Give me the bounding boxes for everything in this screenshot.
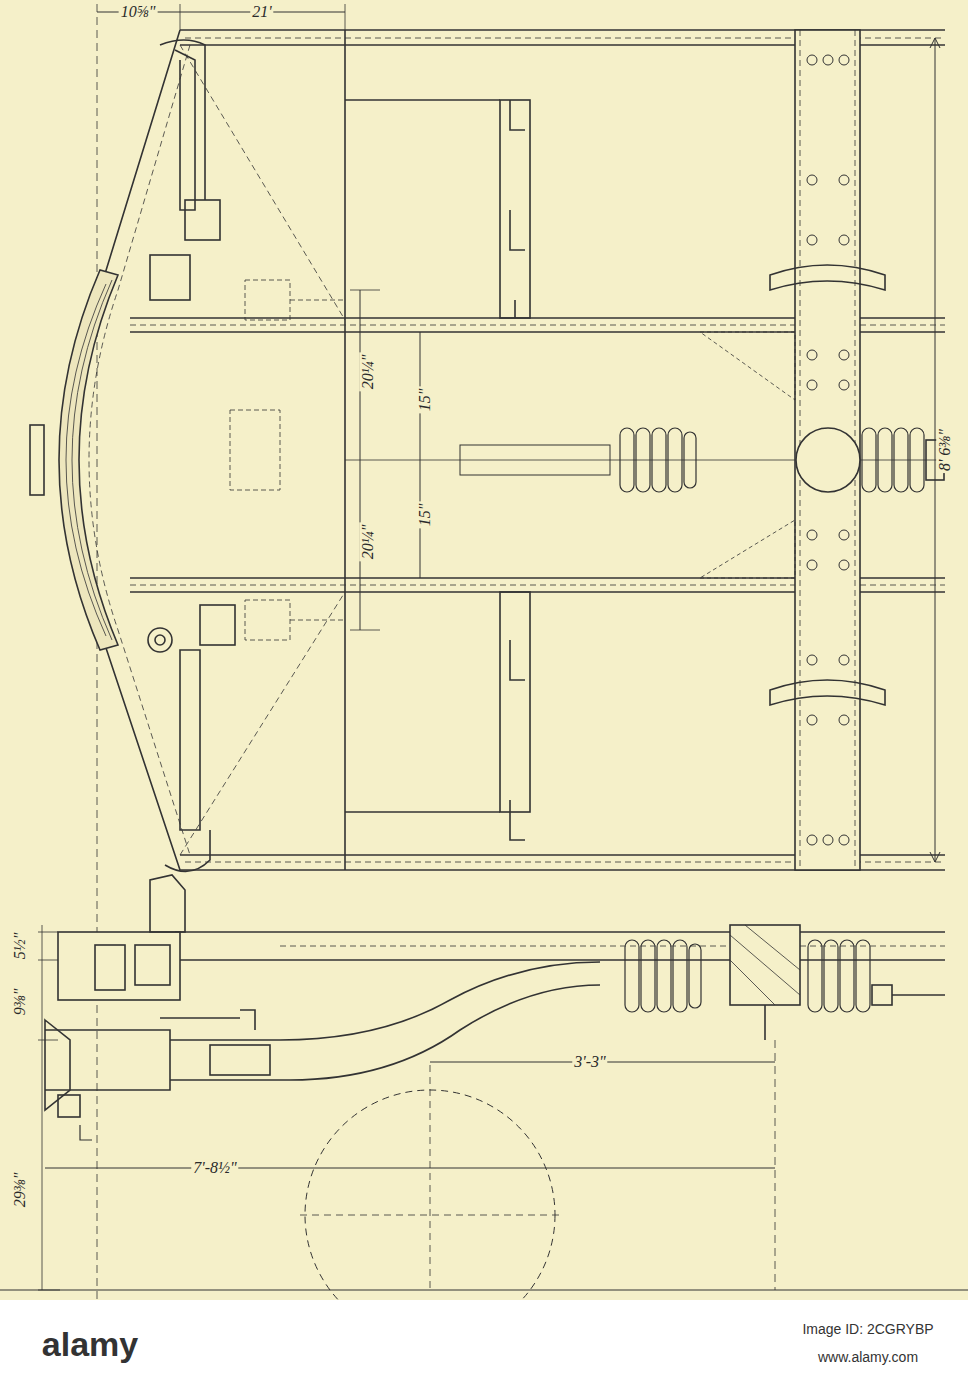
dimension-label: 20¼"	[359, 523, 377, 562]
dimension-label: 5½"	[11, 931, 29, 962]
dimension-label: 15"	[416, 387, 434, 414]
dimension-label: 9⅜"	[11, 987, 29, 1018]
watermark: www.alamy.com	[816, 1350, 920, 1365]
dimension-label: 29⅜"	[11, 1171, 29, 1210]
watermark: Image ID: 2CGRYBP	[800, 1322, 935, 1337]
dimension-label: 15"	[416, 502, 434, 529]
dimension-label: 3'-3"	[572, 1053, 607, 1071]
dimension-label: 8' 6⅜"	[936, 427, 954, 473]
watermark: alamy	[40, 1326, 140, 1363]
dimension-label: 7'-8½"	[191, 1159, 238, 1177]
dimension-label: 10⅝"	[119, 3, 158, 21]
dimension-label: 20¼"	[359, 353, 377, 392]
dimension-label: 21'	[250, 3, 273, 21]
